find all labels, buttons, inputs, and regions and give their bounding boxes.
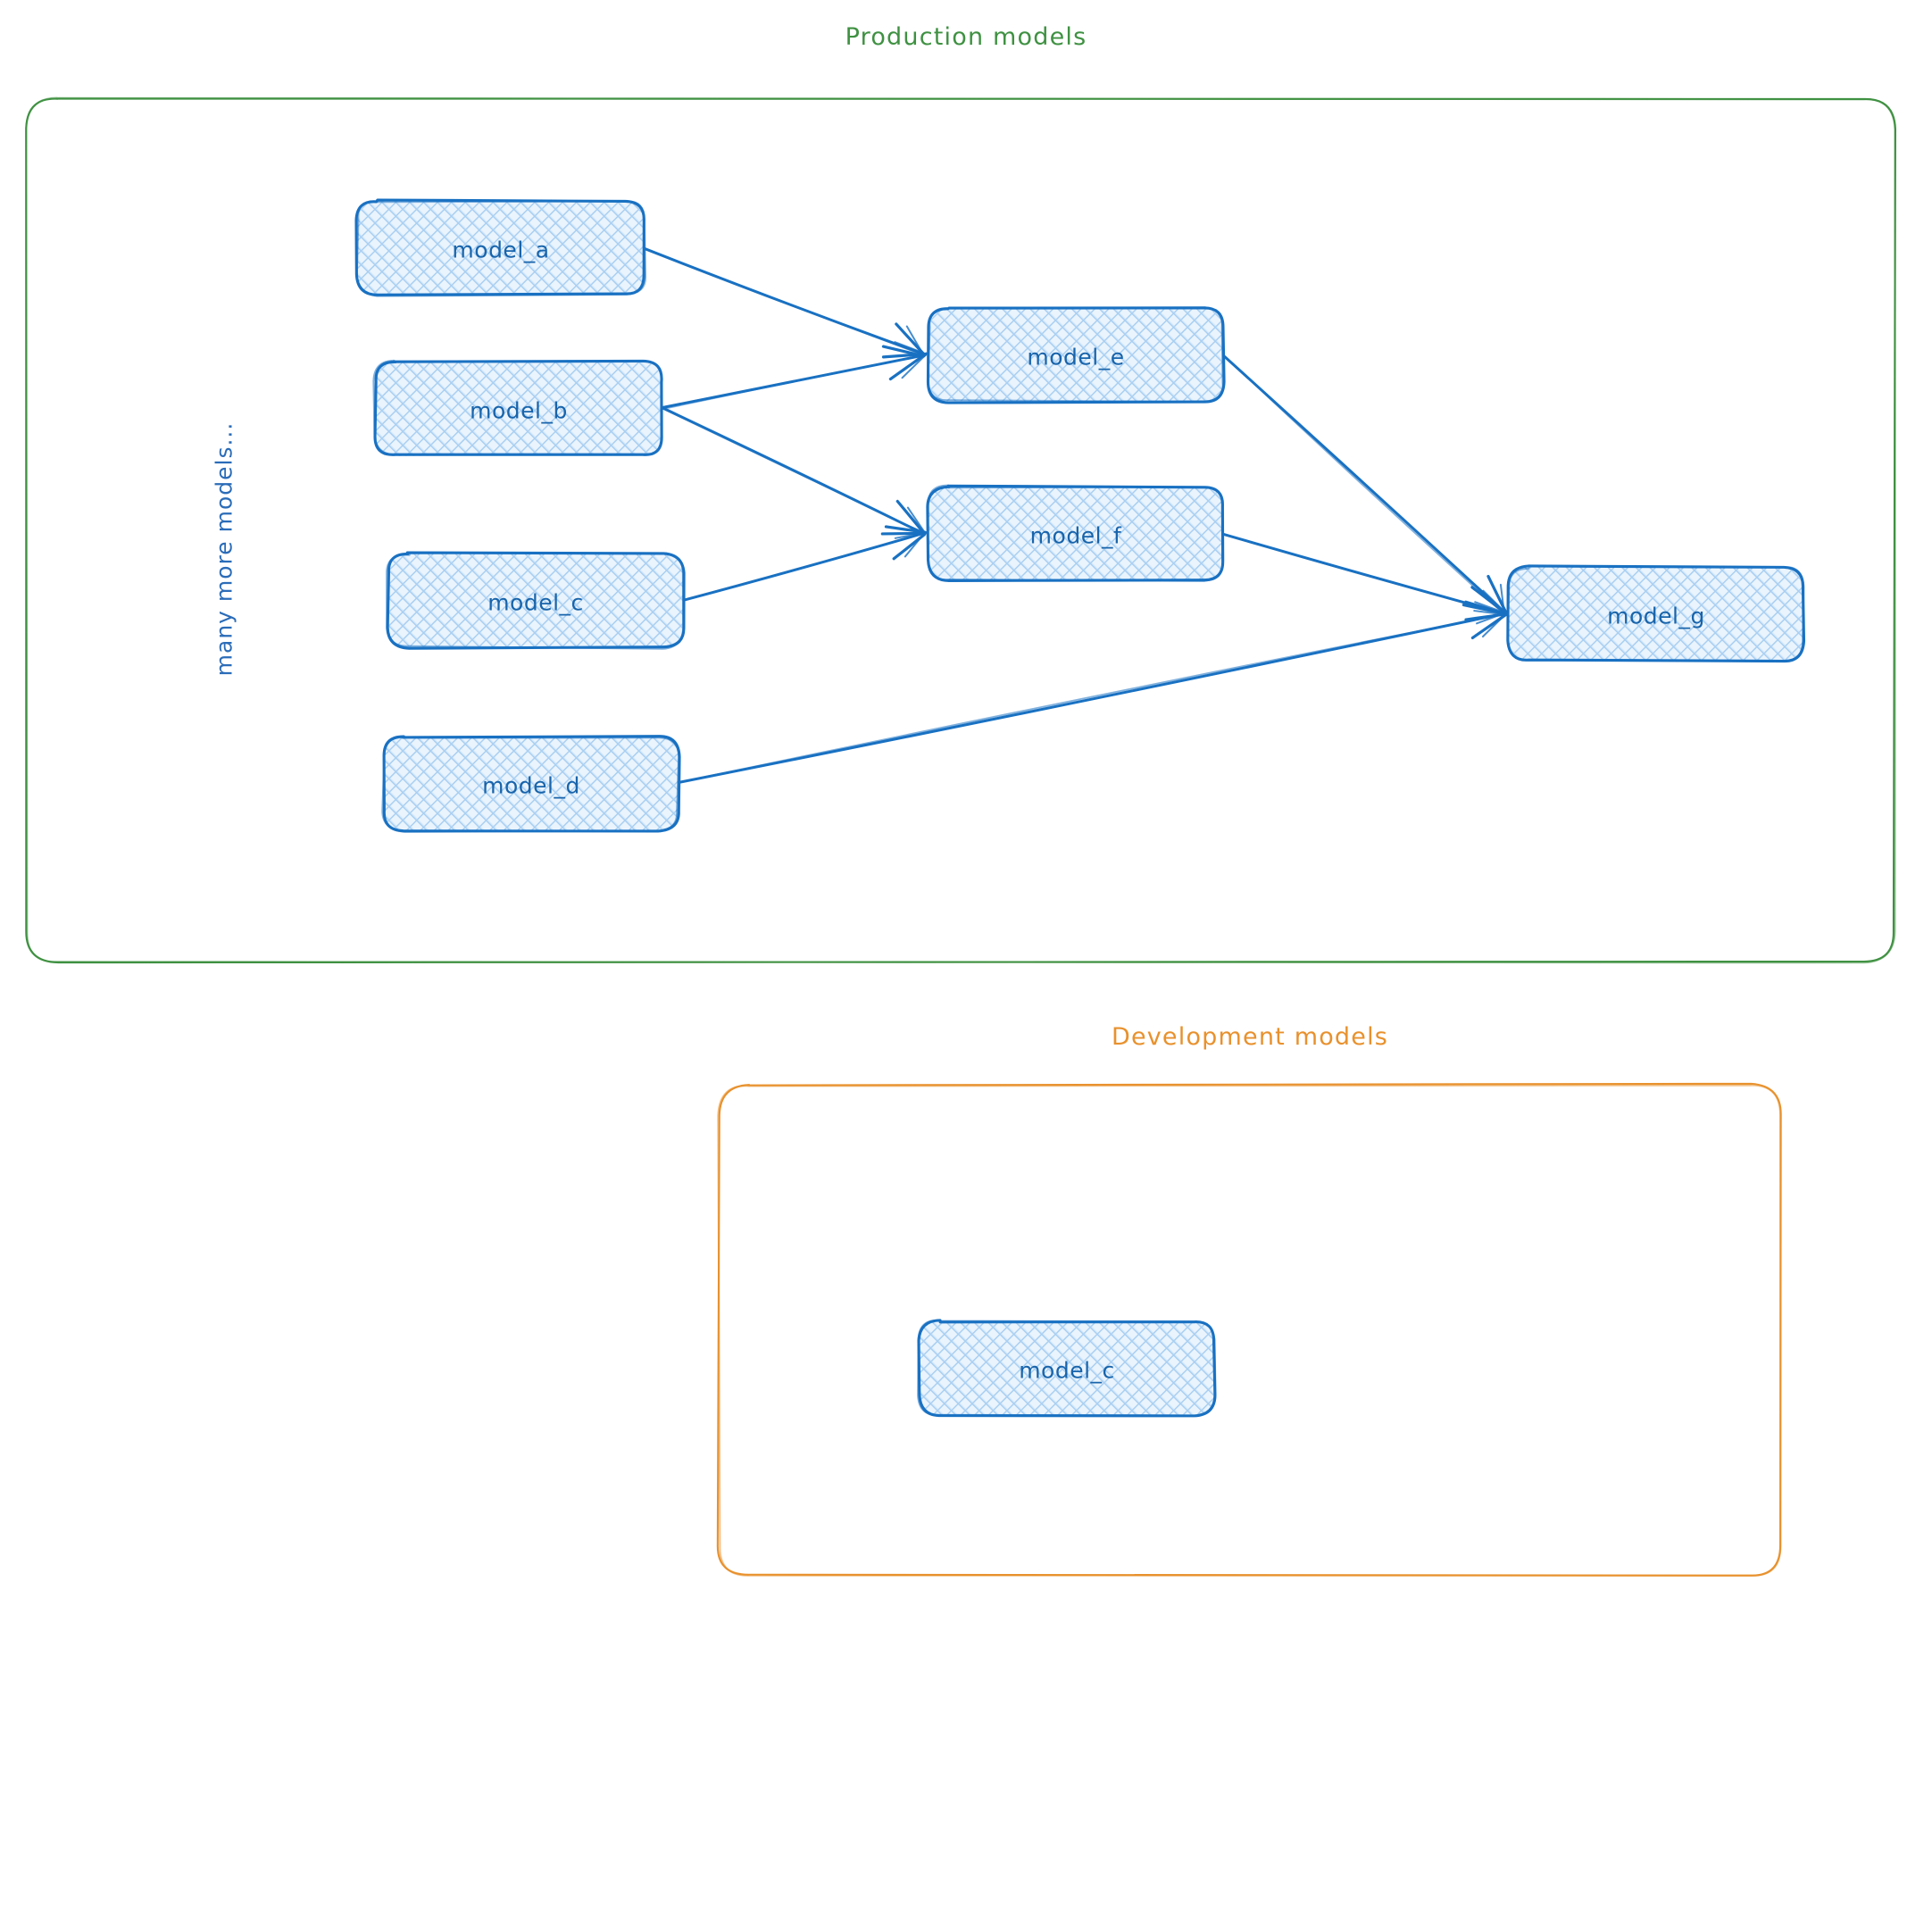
development-group-title: Development models bbox=[1111, 1023, 1389, 1051]
node-model_f[interactable] bbox=[926, 484, 1225, 582]
node-model_e[interactable] bbox=[926, 306, 1226, 404]
edge-model_d-to-model_g bbox=[676, 601, 1508, 785]
edge-model_b-to-model_e bbox=[660, 341, 928, 411]
node-dev_model_c[interactable] bbox=[917, 1319, 1217, 1418]
nodes-layer bbox=[354, 198, 1806, 1418]
node-model_c[interactable] bbox=[386, 551, 686, 650]
group-frame-production bbox=[25, 96, 1896, 964]
edge-model_f-to-model_g bbox=[1222, 532, 1507, 625]
node-model_b[interactable] bbox=[372, 359, 663, 456]
production-group-title: Production models bbox=[845, 23, 1087, 51]
edge-model_a-to-model_e bbox=[643, 247, 928, 362]
edges-layer bbox=[643, 247, 1508, 785]
group-frame-development bbox=[716, 1082, 1782, 1577]
group-frames-layer bbox=[25, 96, 1896, 1577]
node-model_g[interactable] bbox=[1506, 564, 1806, 663]
edge-model_b-to-model_f bbox=[662, 406, 927, 539]
edge-model_c-to-model_f bbox=[681, 520, 928, 602]
node-model_a[interactable] bbox=[354, 198, 647, 297]
many-more-models-annotation: many more models... bbox=[211, 421, 237, 677]
diagram-svg bbox=[25, 96, 1896, 1577]
node-model_d[interactable] bbox=[381, 735, 681, 833]
